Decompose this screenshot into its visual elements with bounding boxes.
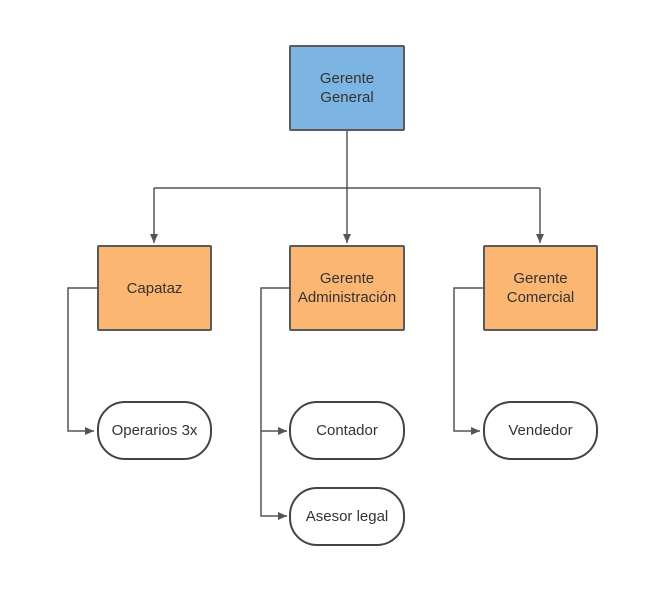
node-gerente-administracion-label: Gerente Administración <box>297 270 397 306</box>
node-gerente-comercial-label: Gerente Comercial <box>506 270 575 306</box>
node-gerente-administracion: Gerente Administración <box>289 245 405 331</box>
node-capataz: Capataz <box>97 245 212 331</box>
node-contador-label: Contador <box>316 422 378 439</box>
connector-to-contador <box>260 287 289 435</box>
connector-to-vendedor <box>453 287 483 435</box>
connector-to-operarios <box>67 287 97 435</box>
node-contador: Contador <box>289 401 405 460</box>
node-asesor-legal-label: Asesor legal <box>305 508 389 525</box>
node-operarios-label: Operarios 3x <box>111 422 198 439</box>
node-gerente-general: Gerente General <box>289 45 405 131</box>
connector-to-asesor <box>260 431 287 520</box>
node-operarios: Operarios 3x <box>97 401 212 460</box>
node-capataz-label: Capataz <box>126 279 183 297</box>
node-vendedor-label: Vendedor <box>508 422 573 439</box>
node-vendedor: Vendedor <box>483 401 598 460</box>
node-gerente-comercial: Gerente Comercial <box>483 245 598 331</box>
node-gerente-general-label: Gerente General <box>319 70 375 106</box>
node-asesor-legal: Asesor legal <box>289 487 405 546</box>
